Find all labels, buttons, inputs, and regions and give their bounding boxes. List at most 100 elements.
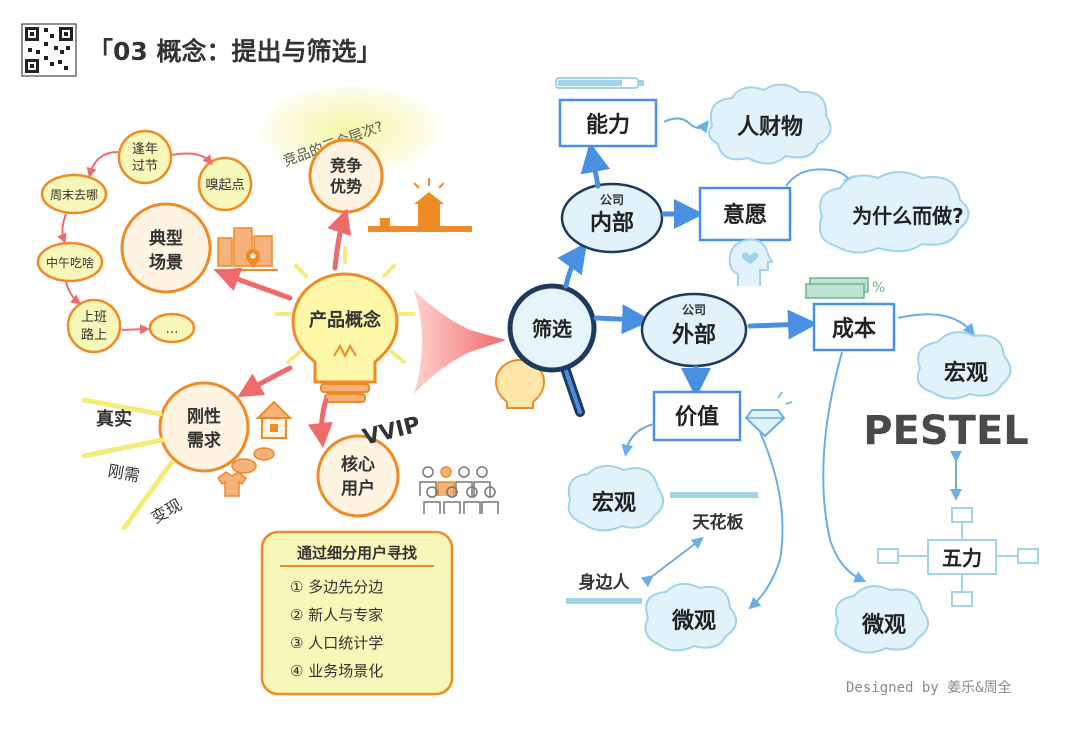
svg-text:公司: 公司 (682, 303, 706, 317)
svg-text:上班: 上班 (81, 310, 107, 325)
scene-line1: 典型 (149, 228, 183, 249)
user-segmentation-box: 通过细分用户寻找 ① 多边先分边 ② 新人与专家 ③ 人口统计学 ④ 业务场景化 (260, 530, 454, 696)
capability-node: 能力 (558, 98, 658, 148)
scene-festival: 逢年 过节 (117, 129, 173, 185)
internal-arrows (580, 142, 704, 229)
scene-commute: 上班 路上 (66, 298, 122, 354)
need-ray-monetize: 变现 (148, 495, 185, 527)
bread-icon (231, 447, 275, 474)
head-heart-icon (728, 238, 774, 286)
svg-text:微观: 微观 (861, 612, 906, 638)
scene-hype: 嗅起点 (197, 156, 253, 212)
filter-arrows (557, 242, 652, 335)
scene-weekend: 周末去哪 (40, 173, 108, 215)
product-concept-label: 产品概念 (309, 309, 381, 331)
svg-text:公司: 公司 (600, 193, 624, 207)
city-icon (214, 227, 278, 271)
need-ray-real: 真实 (96, 408, 132, 430)
internal-node: 公司 内部 (560, 182, 664, 254)
vvip-label: VVIP (360, 412, 423, 450)
magnifier-icon (494, 283, 597, 417)
funnel-arrow (414, 290, 506, 394)
svg-text:五力: 五力 (942, 546, 982, 570)
svg-text:核心: 核心 (341, 454, 375, 475)
scene-line2: 场景 (149, 253, 183, 273)
cost-node: 成本 (812, 302, 896, 352)
need-rays (81, 397, 175, 531)
center-arrows (214, 208, 352, 448)
svg-text:人财物: 人财物 (737, 114, 803, 140)
svg-text:宏观: 宏观 (944, 360, 988, 386)
user-box-item-4: ④ 业务场景化 (290, 662, 383, 680)
competition-line2: 优势 (330, 177, 362, 196)
svg-text:意愿: 意愿 (723, 202, 767, 228)
svg-text:中午吃啥: 中午吃啥 (46, 255, 94, 270)
credit-label: Designed by 姜乐&周全 (846, 679, 1012, 696)
cost-micro-arrow (822, 351, 867, 583)
svg-text:成本: 成本 (832, 317, 876, 342)
festival-line1: 逢年 (132, 142, 158, 157)
capability-arrow (663, 117, 709, 134)
diamond-icon (744, 391, 793, 438)
qr-code-icon (21, 23, 77, 77)
svg-text:能力: 能力 (586, 112, 630, 138)
value-micro-arrow (748, 431, 784, 610)
need-node: 刚性 需求 (158, 381, 250, 473)
svg-text:宏观: 宏观 (592, 490, 636, 516)
cost-macro-cloud: 宏观 (916, 331, 1012, 400)
lightbulb-icon (274, 246, 416, 403)
filter-label: 筛选 (532, 317, 572, 341)
tshirt-icon (216, 471, 248, 497)
svg-text:路上: 路上 (81, 327, 107, 343)
competition-line1: 竞争 (330, 156, 362, 175)
value-macro-arrow (621, 423, 655, 457)
scene-lunch: 中午吃啥 (36, 241, 104, 283)
page-title: 「03 概念：提出与筛选」 (88, 37, 382, 66)
svg-text:嗅起点: 嗅起点 (205, 178, 244, 193)
external-arrows (681, 309, 818, 398)
scene-arrows (57, 151, 213, 335)
nearby-bar (566, 598, 642, 604)
svg-text:…: … (166, 322, 179, 337)
willingness-node: 意愿 (698, 186, 792, 242)
ceiling-nearby-arrow (640, 537, 704, 588)
cost-micro-cloud: 微观 (834, 585, 929, 654)
value-micro-cloud: 微观 (644, 582, 737, 652)
svg-text:需求: 需求 (187, 430, 221, 451)
value-node: 价值 (652, 390, 742, 442)
svg-text:周末去哪: 周末去哪 (50, 188, 98, 202)
resources-cloud: 人财物 (708, 83, 832, 165)
svg-text:内部: 内部 (590, 210, 634, 236)
competition-node: 竞争 优势 (308, 138, 384, 214)
why-cloud: 为什么而做? (818, 171, 970, 254)
battery-icon (555, 77, 644, 89)
svg-text:%: % (872, 280, 885, 296)
user-box-item-3: ③ 人口统计学 (290, 634, 383, 652)
need-ray-rigid: 刚需 (106, 461, 141, 485)
willingness-arrow (785, 168, 855, 189)
external-node: 公司 外部 (640, 292, 748, 368)
svg-text:价值: 价值 (675, 404, 719, 430)
ceiling-bar (670, 492, 758, 498)
house-icon (255, 400, 293, 439)
svg-text:外部: 外部 (672, 322, 716, 348)
svg-text:用户: 用户 (341, 478, 375, 499)
crowd-icon (419, 466, 499, 514)
pestel-label: PESTEL (863, 408, 1029, 454)
scene-node: 典型 场景 (120, 202, 212, 294)
building-icon (368, 178, 472, 232)
svg-text:微观: 微观 (671, 608, 716, 634)
user-box-item-1: ① 多边先分边 (290, 578, 383, 596)
svg-text:为什么而做?: 为什么而做? (852, 204, 964, 228)
festival-line2: 过节 (132, 159, 158, 174)
user-box-title: 通过细分用户寻找 (297, 544, 417, 562)
five-forces-diagram: 五力 (877, 507, 1039, 607)
cost-macro-arrow (897, 313, 976, 336)
scene-more: … (148, 312, 196, 344)
core-user-node: 核心 用户 (316, 434, 400, 518)
nearby-label: 身边人 (579, 572, 631, 593)
user-box-item-2: ② 新人与专家 (290, 606, 383, 624)
competition-glow (262, 86, 438, 174)
value-macro-cloud: 宏观 (567, 464, 665, 532)
